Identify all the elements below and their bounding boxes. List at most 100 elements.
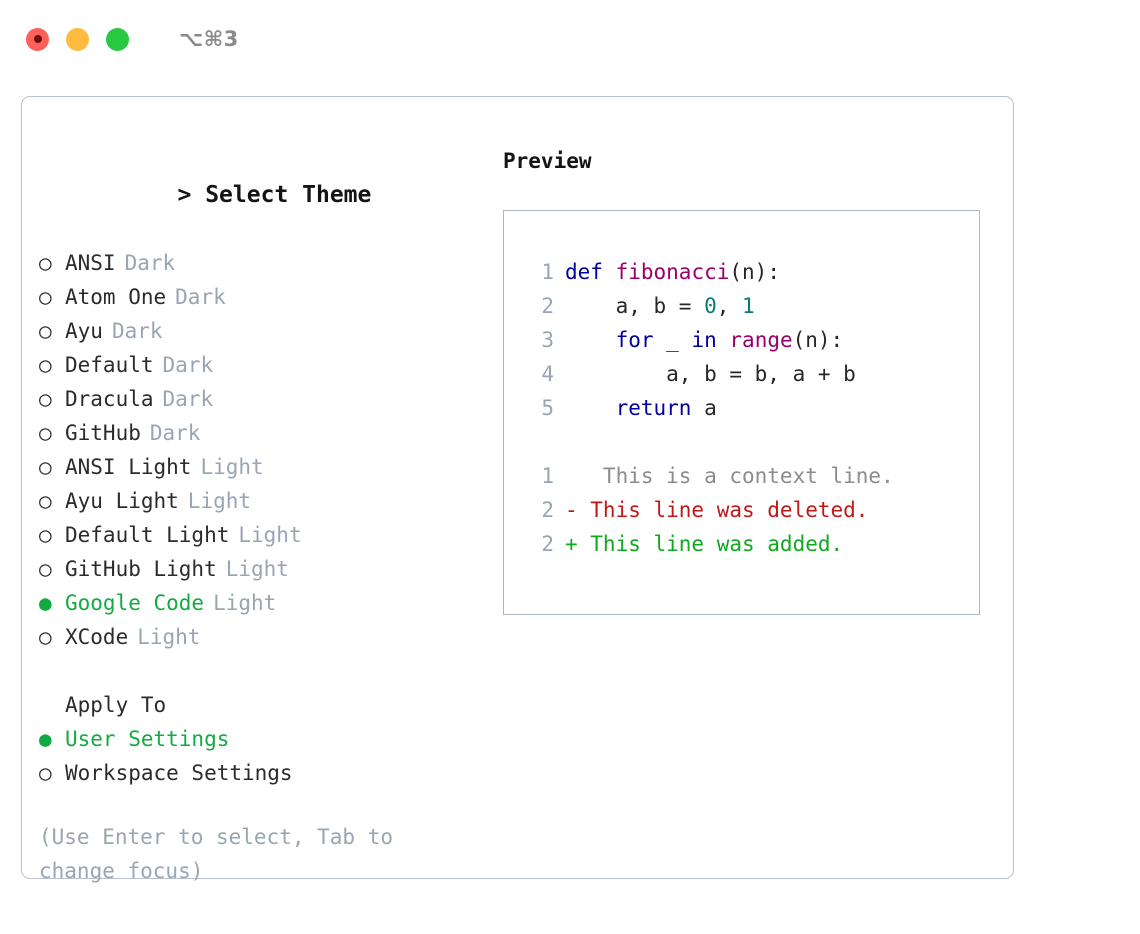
- keyboard-shortcut-label: ⌥⌘3: [179, 27, 239, 51]
- code-diff-spacer: [504, 425, 979, 459]
- diff-line: 2 - This line was deleted.: [504, 493, 979, 527]
- theme-option-default[interactable]: ○ Default Dark: [39, 348, 489, 382]
- theme-option-label: Atom One: [65, 285, 167, 309]
- radio-unselected-icon: ○: [39, 421, 52, 445]
- radio-unselected-icon: ○: [39, 285, 52, 309]
- close-button[interactable]: [26, 27, 49, 51]
- theme-option-label: Ayu Light: [65, 489, 179, 513]
- theme-option-variant-tag: Dark: [149, 421, 201, 445]
- theme-option-label: Google Code: [65, 591, 205, 615]
- radio-unselected-icon: ○: [39, 523, 52, 547]
- minimize-button[interactable]: [66, 27, 89, 51]
- code-line: 4 a, b = b, a + b: [504, 357, 979, 391]
- theme-option-ayu[interactable]: ○ Ayu Dark: [39, 314, 489, 348]
- code-line: 2 a, b = 0, 1: [504, 289, 979, 323]
- code-token-fn: fibonacci: [615, 260, 730, 284]
- apply-to-option-list: ●User Settings○Workspace Settings: [39, 722, 489, 790]
- radio-unselected-icon: ○: [39, 319, 52, 343]
- keyboard-hint-text: (Use Enter to select, Tab to change focu…: [39, 825, 406, 883]
- code-token-pl: a, b =: [565, 294, 705, 318]
- code-line: 5 return a: [504, 391, 979, 425]
- theme-option-atom-one[interactable]: ○ Atom One Dark: [39, 280, 489, 314]
- theme-option-label: ANSI: [65, 251, 116, 275]
- theme-option-variant-tag: Dark: [111, 319, 163, 343]
- code-token-pl: [565, 396, 616, 420]
- theme-option-variant-tag: Dark: [162, 353, 214, 377]
- radio-selected-icon: ●: [39, 727, 52, 751]
- theme-option-label: ANSI Light: [65, 455, 192, 479]
- code-line-text: return a: [565, 391, 717, 425]
- diff-line: 2 + This line was added.: [504, 527, 979, 561]
- code-token-num: 0: [704, 294, 717, 318]
- theme-option-label: GitHub Light: [65, 557, 217, 581]
- radio-unselected-icon: ○: [39, 353, 52, 377]
- theme-option-default-light[interactable]: ○ Default Light Light: [39, 518, 489, 552]
- theme-option-label: Ayu: [65, 319, 103, 343]
- theme-option-variant-tag: Dark: [162, 387, 214, 411]
- code-token-kw: return: [615, 396, 692, 420]
- theme-option-label: Default Light: [65, 523, 230, 547]
- radio-unselected-icon: ○: [39, 251, 52, 275]
- code-token-pl: (n):: [792, 328, 844, 352]
- radio-unselected-icon: ○: [39, 455, 52, 479]
- radio-unselected-icon: ○: [39, 557, 52, 581]
- line-number: 4: [541, 362, 554, 386]
- code-token-pl: [565, 328, 616, 352]
- select-theme-heading: > Select Theme: [39, 144, 489, 246]
- apply-to-option-user-settings[interactable]: ●User Settings: [39, 722, 489, 756]
- code-token-pl: [603, 260, 616, 284]
- line-number: 3: [541, 328, 554, 352]
- diff-line: 1 This is a context line.: [504, 459, 979, 493]
- theme-option-variant-tag: Light: [187, 489, 252, 513]
- theme-option-variant-tag: Light: [238, 523, 302, 547]
- code-token-kw: def: [565, 260, 603, 284]
- radio-selected-icon: ●: [39, 591, 52, 615]
- theme-option-ansi-light[interactable]: ○ ANSI Light Light: [39, 450, 489, 484]
- theme-option-variant-tag: Light: [225, 557, 289, 581]
- theme-option-google-code[interactable]: ● Google Code Light: [39, 586, 489, 620]
- preview-heading: Preview: [503, 149, 592, 173]
- theme-option-variant-tag: Light: [213, 591, 277, 615]
- code-token-pl: _: [653, 328, 692, 352]
- line-number: 2: [541, 498, 554, 522]
- apply-to-option-workspace-settings[interactable]: ○Workspace Settings: [39, 756, 489, 790]
- diff-line-text-ctx: This is a context line.: [565, 464, 894, 488]
- radio-unselected-icon: ○: [39, 489, 52, 513]
- list-spacer: [39, 654, 489, 688]
- diff-line-text-add: + This line was added.: [565, 532, 844, 556]
- code-token-fn: range: [729, 328, 793, 352]
- line-number: 1: [541, 464, 554, 488]
- theme-option-variant-tag: Dark: [175, 285, 226, 309]
- line-number: 2: [541, 532, 554, 556]
- radio-unselected-icon: ○: [39, 625, 52, 649]
- maximize-button[interactable]: [106, 27, 129, 51]
- prompt-caret-icon: >: [177, 182, 192, 208]
- select-theme-label: Select Theme: [205, 182, 372, 208]
- diff-line-text-del: - This line was deleted.: [565, 498, 869, 522]
- theme-option-variant-tag: Light: [200, 455, 264, 479]
- theme-option-github-light[interactable]: ○ GitHub Light Light: [39, 552, 489, 586]
- diff-sample: 1 This is a context line. 2 - This line wa…: [504, 459, 979, 561]
- theme-option-ayu-light[interactable]: ○ Ayu Light Light: [39, 484, 489, 518]
- theme-option-label: XCode: [65, 625, 129, 649]
- code-line-text: for _ in range(n):: [565, 323, 844, 357]
- code-token-pl: (n):: [729, 260, 780, 284]
- apply-to-heading: Apply To: [65, 693, 167, 717]
- window-titlebar: ⌥⌘3: [0, 0, 1140, 78]
- code-line-text: def fibonacci(n):: [565, 255, 780, 289]
- theme-option-label: Default: [65, 353, 154, 377]
- code-token-kw: in: [691, 328, 717, 352]
- code-line: 3 for _ in range(n):: [504, 323, 979, 357]
- code-token-kw: for: [615, 328, 654, 352]
- code-line-text: a, b = b, a + b: [565, 357, 856, 391]
